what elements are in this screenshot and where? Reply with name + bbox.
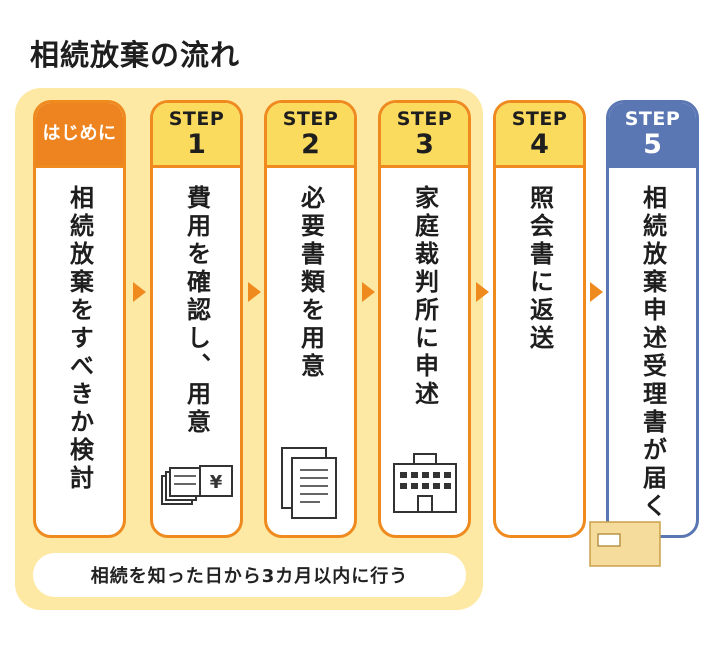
period-note: 相続を知った日から3カ月以内に行う	[33, 553, 466, 597]
step-5-label: STEP	[624, 108, 681, 130]
step-3-number: 3	[415, 129, 434, 160]
step-5-card: STEP 5 相続放棄申述受理書が届く	[606, 100, 699, 538]
arrow-right-icon	[133, 282, 146, 302]
step-4-header: STEP 4	[496, 103, 583, 168]
step-4-number: 4	[530, 129, 549, 160]
step-intro-label: はじめに	[42, 123, 117, 144]
step-5-number: 5	[643, 129, 662, 160]
step-intro-card: はじめに 相続放棄をすべきか検討	[33, 100, 126, 538]
step-2-text: 必要書類を用意	[296, 185, 325, 381]
step-2-label: STEP	[282, 108, 339, 130]
documents-icon	[281, 447, 337, 519]
arrow-right-icon	[590, 282, 603, 302]
step-2-number: 2	[301, 129, 320, 160]
step-2-header: STEP 2	[267, 103, 354, 168]
envelope-icon	[589, 521, 661, 567]
step-intro-text: 相続放棄をすべきか検討	[65, 185, 94, 493]
step-3-text: 家庭裁判所に申述	[410, 185, 439, 409]
step-1-text: 費用を確認し、用意	[182, 185, 211, 437]
step-3-header: STEP 3	[381, 103, 468, 168]
step-4-label: STEP	[511, 108, 568, 130]
arrow-right-icon	[476, 282, 489, 302]
step-5-text: 相続放棄申述受理書が届く	[638, 185, 667, 521]
step-1-label: STEP	[168, 108, 225, 130]
step-1-number: 1	[187, 129, 206, 160]
step-4-text: 照会書に返送	[525, 185, 554, 353]
arrow-right-icon	[362, 282, 375, 302]
step-intro-header: はじめに	[36, 103, 123, 168]
step-1-card: STEP 1 費用を確認し、用意	[150, 100, 243, 538]
arrow-right-icon	[248, 282, 261, 302]
page-title: 相続放棄の流れ	[30, 38, 241, 72]
step-4-card: STEP 4 照会書に返送	[493, 100, 586, 538]
step-1-header: STEP 1	[153, 103, 240, 168]
cash-icon: ¥	[161, 465, 233, 505]
svg-text:¥: ¥	[210, 472, 223, 493]
step-3-label: STEP	[396, 108, 453, 130]
step-5-header: STEP 5	[609, 103, 696, 168]
courthouse-icon	[393, 453, 457, 513]
